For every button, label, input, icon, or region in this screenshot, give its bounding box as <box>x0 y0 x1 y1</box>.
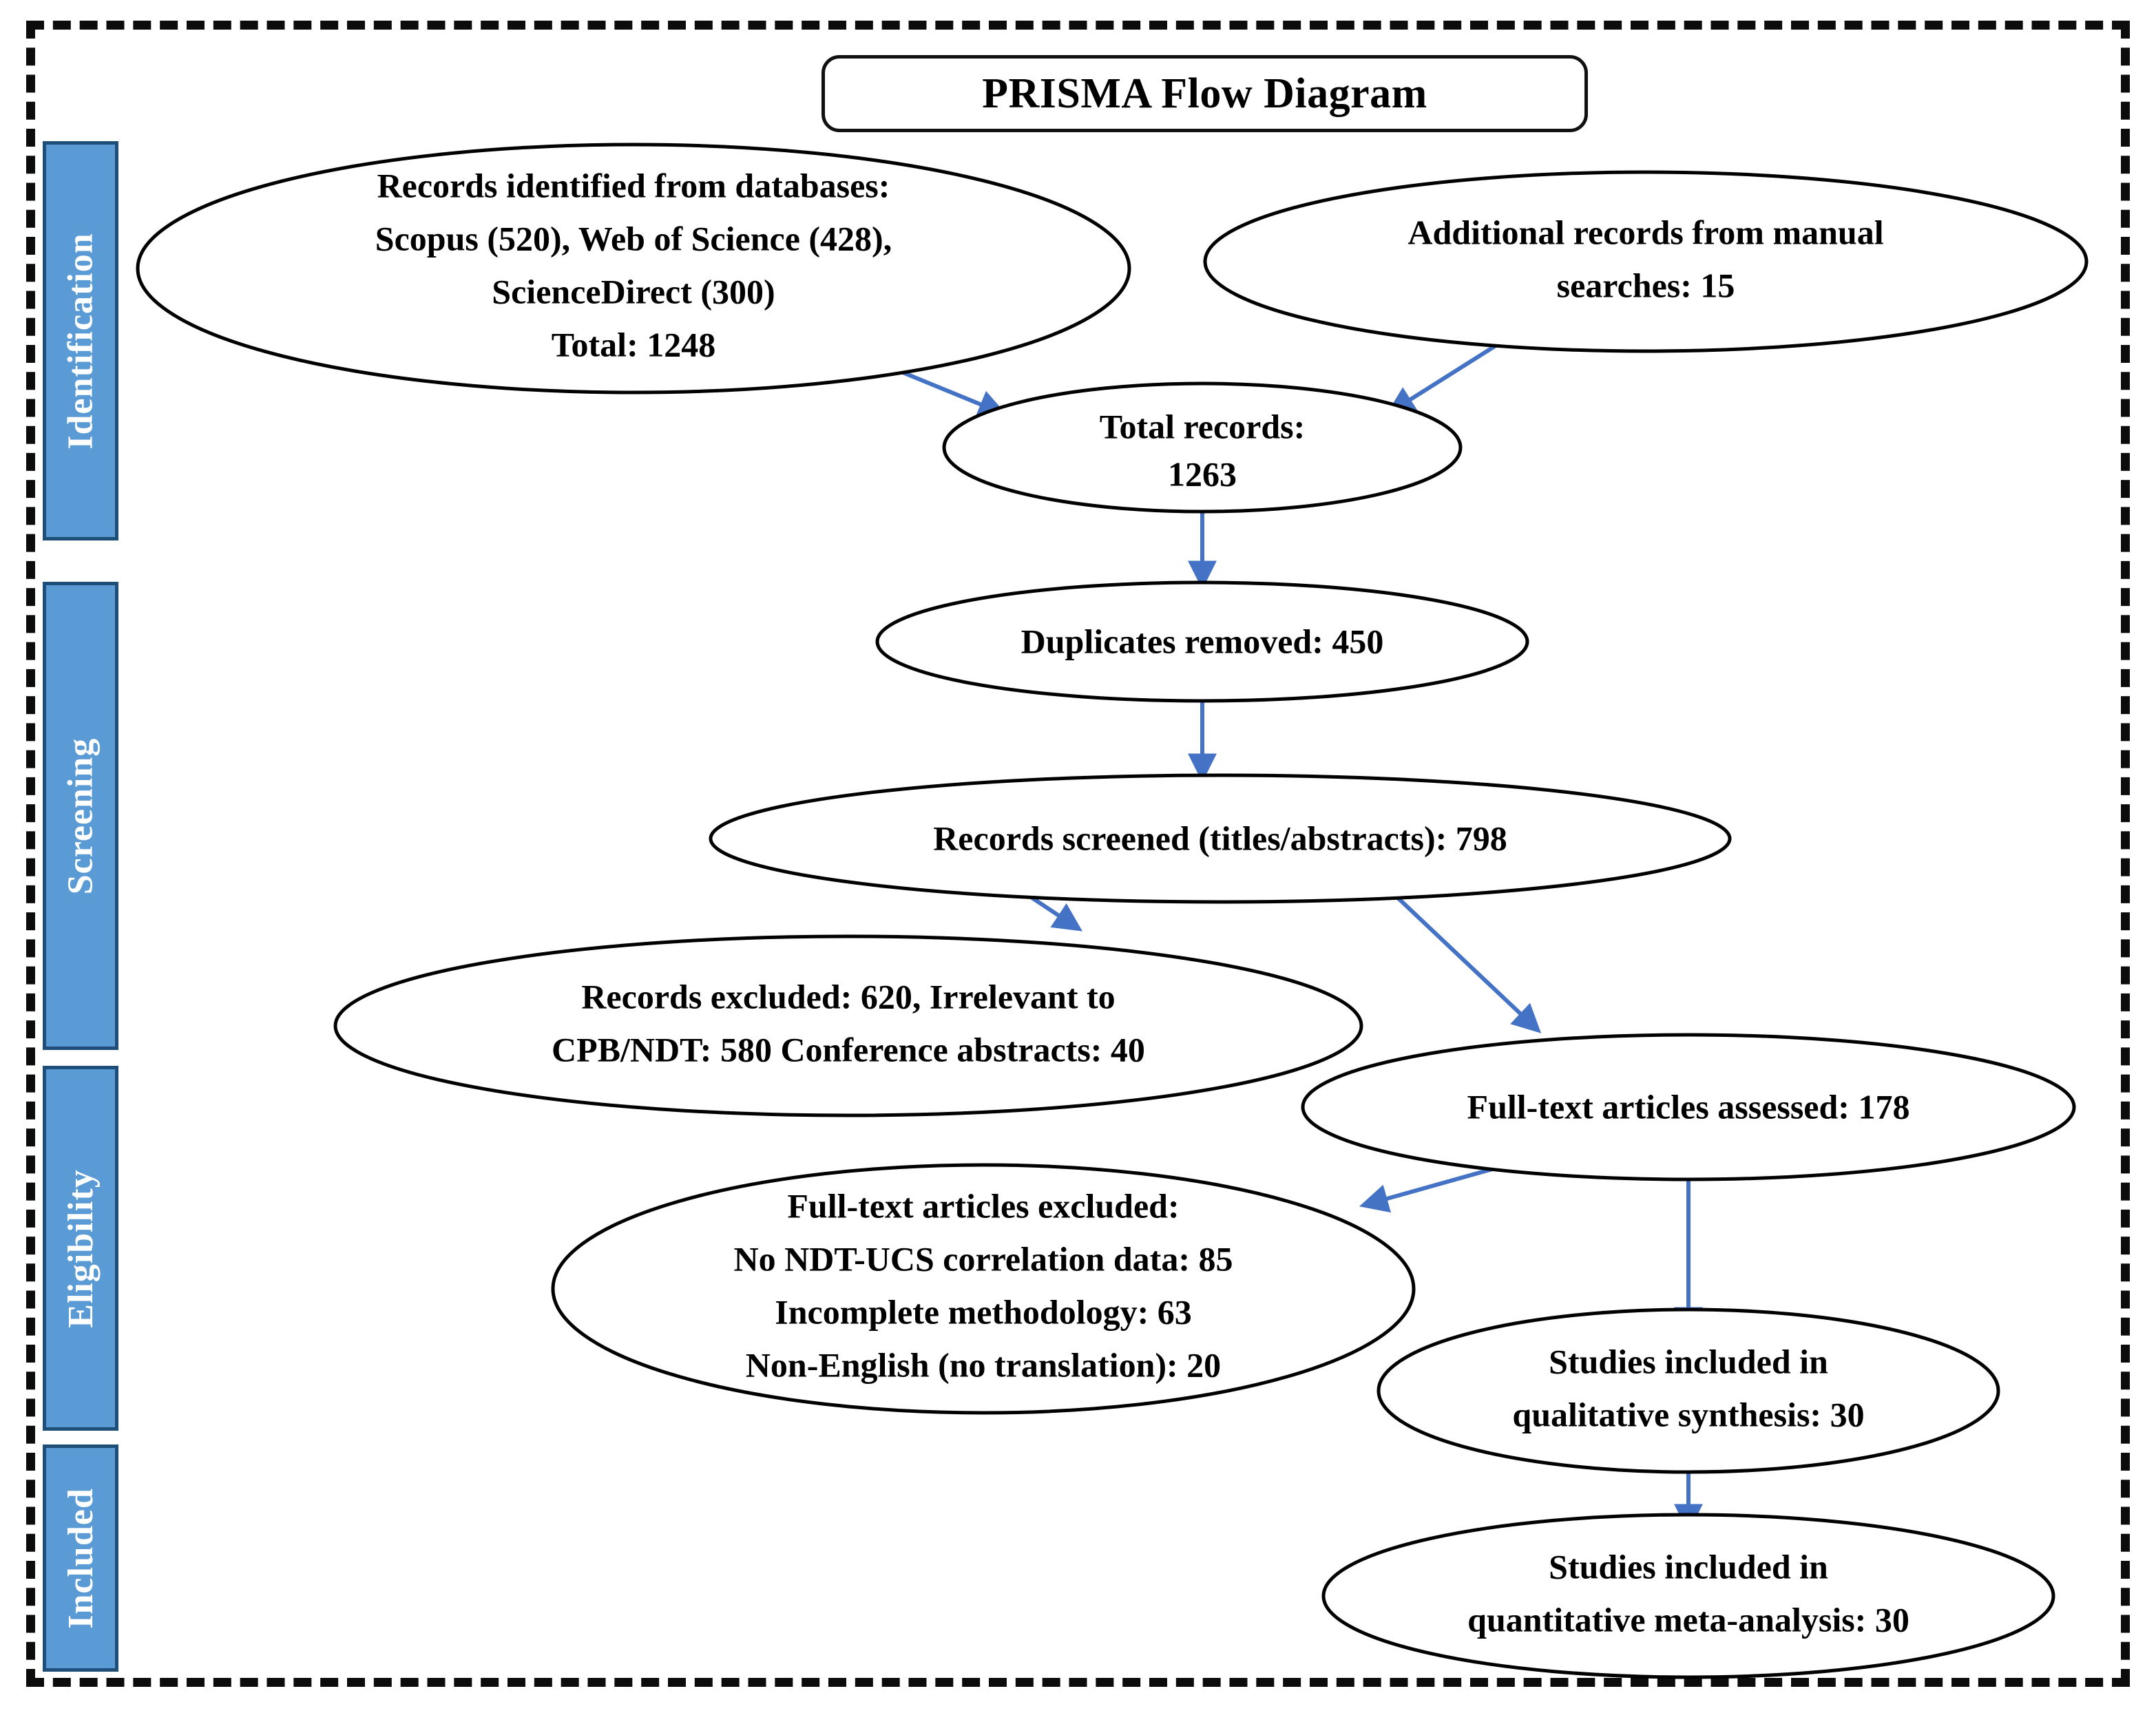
node-records-identified-line-3: Total: 1248 <box>552 325 715 364</box>
node-records-excluded-line-0: Records excluded: 620, Irrelevant to <box>581 977 1115 1016</box>
node-duplicates-removed-line-0: Duplicates removed: 450 <box>1021 622 1384 660</box>
stage-label-eligibility: Eligibility <box>43 1066 118 1431</box>
stage-label-screening: Screening <box>43 582 118 1050</box>
page-title: PRISMA Flow Diagram <box>982 70 1427 117</box>
node-records-identified-line-2: ScienceDirect (300) <box>492 272 775 311</box>
node-records-excluded[interactable]: Records excluded: 620, Irrelevant to CPB… <box>333 934 1363 1117</box>
node-additional-records-line-1: searches: 15 <box>1557 266 1735 304</box>
node-quantitative-meta-line-0: Studies included in <box>1549 1547 1828 1586</box>
node-qualitative-synthesis-line-1: qualitative synthesis: 30 <box>1512 1395 1864 1433</box>
node-duplicates-removed[interactable]: Duplicates removed: 450 <box>875 580 1529 703</box>
node-records-identified-line-1: Scopus (520), Web of Science (428), <box>375 219 892 258</box>
node-fulltext-excluded-line-3: Non-English (no translation): 20 <box>746 1345 1221 1384</box>
node-fulltext-excluded-line-1: No NDT-UCS correlation data: 85 <box>734 1239 1233 1278</box>
edge-records-screened-to-fulltext-assessed <box>1385 886 1542 1033</box>
node-records-identified[interactable]: Records identified from databases: Scopu… <box>136 143 1131 395</box>
node-records-excluded-line-1: CPB/NDT: 580 Conference abstracts: 40 <box>552 1030 1145 1069</box>
node-fulltext-assessed[interactable]: Full-text articles assessed: 178 <box>1301 1033 2076 1181</box>
node-fulltext-excluded-line-0: Full-text articles excluded: <box>787 1186 1179 1225</box>
stage-label-included: Included <box>43 1444 118 1672</box>
node-records-identified-line-0: Records identified from databases: <box>377 166 890 204</box>
node-records-screened-line-0: Records screened (titles/abstracts): 798 <box>933 819 1507 857</box>
node-qualitative-synthesis[interactable]: Studies included in qualitative synthesi… <box>1377 1307 2000 1474</box>
node-quantitative-meta-line-1: quantitative meta-analysis: 30 <box>1467 1600 1909 1639</box>
node-total-records-line-1: 1263 <box>1168 454 1237 493</box>
node-total-records-line-0: Total records: <box>1100 407 1306 445</box>
stage-label-identification: Identification <box>43 141 118 540</box>
node-total-records[interactable]: Total records: 1263 <box>942 381 1463 514</box>
node-additional-records-line-0: Additional records from manual <box>1407 213 1883 251</box>
node-fulltext-excluded[interactable]: Full-text articles excluded: No NDT-UCS … <box>551 1163 1416 1415</box>
node-fulltext-excluded-line-2: Incomplete methodology: 63 <box>775 1292 1192 1331</box>
diagram-title-box: PRISMA Flow Diagram <box>821 55 1588 132</box>
edge-fulltext-assessed-to-fulltext-excluded <box>1359 1165 1500 1213</box>
node-quantitative-meta[interactable]: Studies included in quantitative meta-an… <box>1321 1513 2055 1679</box>
node-records-screened[interactable]: Records screened (titles/abstracts): 798 <box>709 773 1732 904</box>
node-fulltext-assessed-line-0: Full-text articles assessed: 178 <box>1467 1087 1910 1126</box>
node-additional-records[interactable]: Additional records from manual searches:… <box>1203 170 2089 353</box>
node-qualitative-synthesis-line-0: Studies included in <box>1549 1342 1828 1380</box>
